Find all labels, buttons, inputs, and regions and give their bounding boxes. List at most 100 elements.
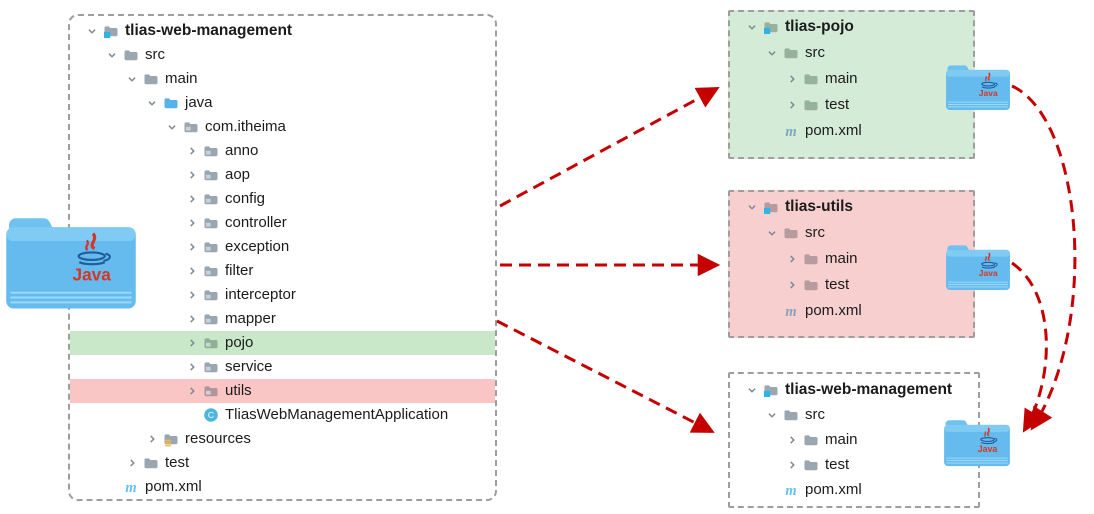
chevron-right-icon	[182, 239, 202, 255]
tree-row-test: test	[730, 92, 973, 118]
module-folder-icon	[762, 199, 780, 215]
folder-icon	[142, 71, 160, 87]
chevron-right-icon	[142, 431, 162, 447]
chevron-spacer	[182, 407, 202, 423]
arrow-project-to-module	[496, 319, 715, 433]
java-folder-icon-main: Java	[2, 210, 140, 312]
chevron-down-icon	[102, 47, 122, 63]
svg-text:Java: Java	[979, 88, 998, 98]
tree-row-label: pojo	[225, 334, 254, 351]
tree-row-main: main	[730, 246, 973, 272]
tree-row-label: tlias-web-management	[125, 22, 293, 39]
svg-text:Java: Java	[979, 268, 998, 278]
maven-file-icon: m	[782, 303, 800, 319]
tree-row-pom-xml: m pom.xml	[730, 298, 973, 324]
tree-row-label: utils	[225, 382, 252, 399]
tree-row-tlias-web-management: tlias-web-management	[70, 19, 495, 43]
tree-row-src: src	[730, 220, 973, 246]
tree-row-label: main	[825, 70, 858, 87]
tree-row-resources: resources	[70, 427, 495, 451]
chevron-down-icon	[762, 225, 782, 241]
tree-row-label: exception	[225, 238, 290, 255]
package-folder-icon	[202, 335, 220, 351]
maven-file-icon: m	[782, 482, 800, 497]
tree-row-main: main	[730, 66, 973, 92]
tree-row-src: src	[730, 402, 978, 427]
module-folder-icon	[762, 19, 780, 35]
tree-row-interceptor: interceptor	[70, 283, 495, 307]
module-box-tlias-utils: tlias-utils src main test m pom.xml	[728, 190, 975, 338]
tree-row-test: test	[730, 272, 973, 298]
maven-file-icon: m	[122, 479, 140, 495]
chevron-down-icon	[162, 119, 182, 135]
chevron-right-icon	[782, 277, 802, 293]
chevron-down-icon	[742, 199, 762, 215]
tree-row-exception: exception	[70, 235, 495, 259]
tree-row-label: pom.xml	[805, 302, 862, 319]
chevron-spacer	[762, 123, 782, 139]
tree-row-label: pom.xml	[805, 480, 862, 498]
tree-row-label: filter	[225, 262, 254, 279]
java-folder-icon-web-management: Java	[942, 416, 1012, 468]
tree-row-label: src	[145, 46, 165, 63]
tree-row-label: src	[805, 405, 825, 423]
tree-row-pom-xml: m pom.xml	[730, 477, 978, 502]
package-folder-icon	[202, 263, 220, 279]
chevron-right-icon	[782, 97, 802, 113]
tree-row-tlias-web-management: tlias-web-management	[730, 377, 978, 402]
class-icon: C	[202, 407, 220, 423]
tree-row-label: aop	[225, 166, 251, 183]
chevron-down-icon	[82, 23, 102, 39]
tree-row-utils: utils	[70, 379, 495, 403]
tree-row-label: interceptor	[225, 286, 296, 303]
chevron-right-icon	[182, 215, 202, 231]
tree-row-label: com.itheima	[205, 118, 286, 135]
tree-row-tlias-pojo: tlias-pojo	[730, 14, 973, 40]
tree-row-tlias-utils: tlias-utils	[730, 194, 973, 220]
folder-icon	[802, 277, 820, 293]
tlias-utils-tree: tlias-utils src main test m pom.xml	[730, 194, 973, 324]
tree-row-label: mapper	[225, 310, 276, 327]
tree-row-label: src	[805, 44, 825, 61]
resources-folder-icon	[162, 431, 180, 447]
package-folder-icon	[202, 287, 220, 303]
chevron-down-icon	[122, 71, 142, 87]
tree-row-label: pom.xml	[145, 478, 202, 495]
chevron-spacer	[762, 482, 782, 498]
package-folder-icon	[182, 119, 200, 135]
chevron-down-icon	[762, 407, 782, 423]
tree-row-label: tlias-pojo	[785, 18, 854, 35]
folder-icon	[782, 407, 800, 423]
tree-row-label: test	[825, 96, 850, 113]
tree-row-config: config	[70, 187, 495, 211]
tree-row-main: main	[730, 427, 978, 452]
tree-row-main: main	[70, 67, 495, 91]
chevron-spacer	[102, 479, 122, 495]
tree-row-label: src	[805, 224, 825, 241]
package-folder-icon	[202, 359, 220, 375]
package-folder-icon	[202, 143, 220, 159]
chevron-right-icon	[182, 167, 202, 183]
folder-icon	[802, 97, 820, 113]
tree-row-controller: controller	[70, 211, 495, 235]
tree-row-label: main	[165, 70, 198, 87]
tree-row-label: test	[825, 276, 850, 293]
chevron-down-icon	[742, 19, 762, 35]
chevron-right-icon	[182, 191, 202, 207]
svg-text:Java: Java	[73, 264, 112, 284]
chevron-right-icon	[782, 251, 802, 267]
chevron-right-icon	[182, 383, 202, 399]
maven-file-icon: m	[782, 123, 800, 139]
tree-row-service: service	[70, 355, 495, 379]
tree-row-filter: filter	[70, 259, 495, 283]
tree-row-anno: anno	[70, 139, 495, 163]
tree-row-label: tlias-web-management	[785, 380, 953, 398]
chevron-right-icon	[182, 359, 202, 375]
chevron-right-icon	[182, 335, 202, 351]
source-folder-icon	[162, 95, 180, 111]
tree-row-label: config	[225, 190, 266, 207]
